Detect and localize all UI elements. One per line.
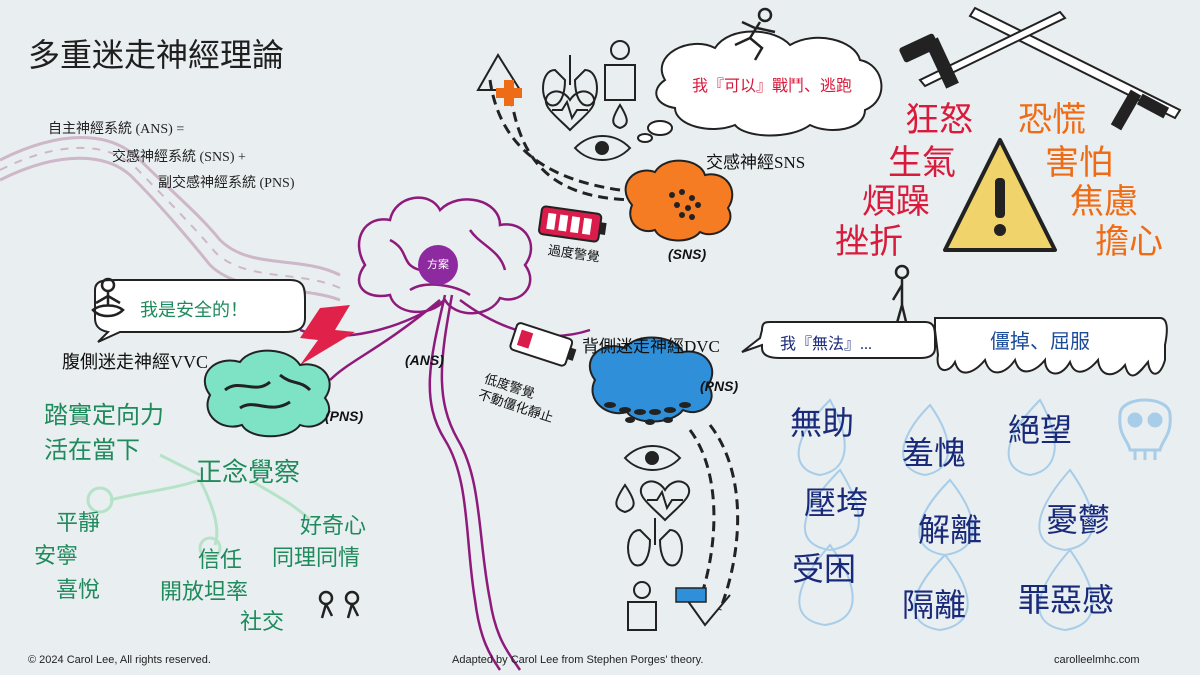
word-trust: 信任 (198, 548, 243, 573)
word-trapped: 受困 (792, 550, 857, 588)
teardrop-decorations (797, 398, 1094, 632)
word-grounding: 踏實定向力 (44, 401, 164, 429)
eye-icon (573, 135, 632, 161)
word-worry: 擔心 (1095, 222, 1163, 262)
heart-icon (639, 480, 691, 522)
drop-icon (612, 103, 628, 130)
word-depression: 憂鬱 (1046, 501, 1111, 539)
word-isolation: 隔離 (902, 586, 967, 624)
word-compassion: 同理同情 (272, 546, 361, 571)
battery-low-icon (509, 322, 577, 367)
sns-bubble-text: 我『可以』戰鬥、逃跑 (692, 78, 853, 95)
freeze-text: 僵掉、屈服 (990, 331, 1090, 353)
ans-label: (ANS) (405, 352, 444, 368)
word-anxiety: 焦慮 (1070, 182, 1138, 222)
running-person-icon (734, 7, 776, 61)
ans-definition-line1: 自主神經系統 (ANS) = (48, 122, 185, 137)
speech-bubble-dvc (741, 321, 936, 359)
warning-icon (943, 138, 1057, 252)
word-joy: 喜悅 (56, 578, 101, 603)
sns-brain-icon (624, 159, 734, 242)
vvc-brain-icon (203, 349, 331, 438)
word-despair: 絕望 (1008, 411, 1073, 449)
vvc-pns-label: (PNS) (325, 408, 364, 424)
vvc-mindmap-lines (86, 453, 312, 560)
word-panic: 恐慌 (1018, 100, 1086, 140)
dvc-title: 背側迷走神經DVC (582, 337, 720, 356)
brain-logo-circle (418, 245, 458, 285)
eye-icon (623, 445, 682, 471)
heart-icon (544, 90, 596, 132)
word-calm: 平靜 (56, 511, 101, 536)
stomach-icon (604, 40, 636, 101)
word-openness: 開放坦率 (160, 580, 249, 605)
swords-icon (899, 6, 1182, 131)
vvc-bubble-text: 我是安全的！ (140, 300, 248, 320)
bolt-icon (300, 305, 355, 365)
battery-empty-icon (675, 587, 707, 603)
meditating-person-icon (91, 277, 125, 318)
arrow-up-icon (476, 53, 641, 202)
word-guilt: 罪惡感 (1018, 581, 1115, 619)
battery-icon (538, 205, 607, 243)
plus-icon (496, 80, 522, 106)
lungs-icon (542, 55, 598, 107)
drop-icon (615, 483, 635, 514)
word-social: 社交 (240, 610, 285, 635)
brain-logo-text: 方案 (427, 258, 449, 271)
footer-website-link[interactable]: carolleelmhc.com (1054, 654, 1140, 666)
sns-label: (SNS) (668, 246, 707, 262)
thought-bubble-sns (637, 30, 883, 143)
dvc-pns-label: (PNS) (700, 378, 739, 394)
ans-definition-line2: 交感神經系統 (SNS) + (112, 150, 246, 165)
word-frustration: 挫折 (835, 222, 903, 262)
word-curiosity: 好奇心 (300, 514, 367, 539)
word-shame: 羞愧 (902, 434, 967, 472)
word-irritated: 煩躁 (862, 182, 930, 222)
central-brain-icon (357, 196, 533, 315)
word-helpless: 無助 (790, 404, 855, 442)
word-dissociation: 解離 (918, 511, 983, 549)
word-present: 活在當下 (44, 436, 140, 464)
freeze-box (934, 317, 1168, 377)
ans-definition-line3: 副交感神經系統 (PNS) (158, 176, 295, 191)
word-angry: 生氣 (888, 143, 956, 183)
word-overwhelmed: 壓垮 (804, 484, 869, 522)
people-icon (318, 590, 360, 619)
lungs-icon (627, 518, 683, 567)
footer-copyright: © 2024 Carol Lee, All rights reserved. (28, 654, 211, 666)
skull-icon (1118, 398, 1172, 460)
footer-credit: Adapted by Carol Lee from Stephen Porges… (452, 654, 704, 666)
word-peace: 安寧 (34, 544, 79, 569)
sns-title: 交感神經SNS (706, 153, 806, 172)
vvc-title: 腹側迷走神經VVC (62, 352, 209, 372)
page-title: 多重迷走神經理論 (28, 36, 285, 74)
word-fear: 害怕 (1045, 143, 1113, 183)
standing-person-icon (891, 264, 910, 331)
word-mindfulness: 正念覺察 (196, 458, 301, 488)
dvc-bubble-text: 我『無法』... (780, 336, 873, 353)
dvc-brain-icon (588, 336, 714, 425)
stomach-icon (627, 581, 657, 631)
word-rage: 狂怒 (905, 100, 973, 140)
